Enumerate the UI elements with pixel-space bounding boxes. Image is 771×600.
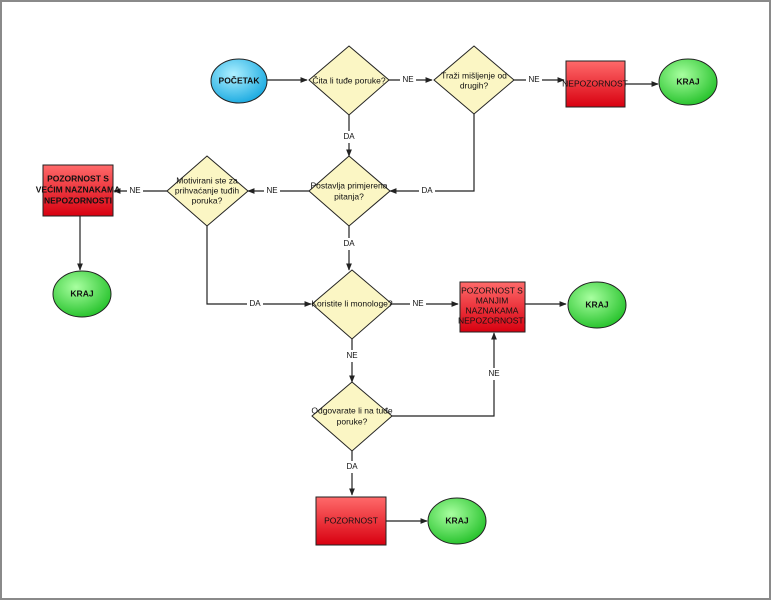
start-node: POČETAK — [210, 58, 268, 104]
decision-label: Traži mišljenje od — [441, 70, 507, 80]
end-label: KRAJ — [585, 299, 608, 309]
decision-label: poruke? — [337, 416, 368, 426]
decision-label: pitanja? — [334, 191, 364, 201]
edge-label: DA — [346, 462, 358, 471]
end-node-1: KRAJ — [658, 58, 718, 106]
edge-label: DA — [249, 299, 261, 308]
end-label: KRAJ — [445, 515, 468, 525]
edge-label: NE — [402, 75, 413, 84]
decision-label: Koristite li monologe? — [311, 298, 393, 308]
edge-label: NE — [412, 299, 423, 308]
end-node-2: KRAJ — [52, 270, 112, 318]
edge-label: DA — [421, 186, 433, 195]
decision-appropriate-questions: Postavlja primjerena pitanja? — [308, 155, 391, 227]
result-attention-less-signs: POZORNOST S MANJIM NAZNAKAMA NEPOZORNOST… — [458, 281, 526, 333]
decision-label: drugih? — [460, 80, 489, 90]
decision-label: Motivirani ste za — [176, 175, 238, 185]
decision-reply: Odgovarate li na tuđe poruke? — [311, 381, 393, 452]
result-attention-more-signs: POZORNOST S VEĆIM NAZNAKAMA NEPOZORNOSTI — [36, 164, 121, 217]
edge-motivated-monologue — [206, 226, 312, 307]
decision-monologue: Koristite li monologe? — [311, 269, 393, 340]
decision-asks-opinion: Traži mišljenje od drugih? — [433, 45, 515, 115]
decision-label: Postavlja primjerena — [310, 180, 387, 190]
decision-label: Čita li tuđe poruke? — [312, 75, 386, 85]
decision-motivated: Motivirani ste za prihvaćanje tuđih poru… — [166, 155, 249, 227]
result-label: NAZNAKAMA — [466, 305, 519, 315]
edge-label: DA — [343, 239, 355, 248]
edge-label: NE — [346, 351, 357, 360]
edge-reply-attless — [392, 332, 497, 417]
decision-reads-messages: Čita li tuđe poruke? — [308, 45, 390, 116]
end-node-4: KRAJ — [427, 497, 487, 545]
end-label: KRAJ — [676, 76, 699, 86]
result-label: MANJIM — [476, 295, 509, 305]
end-label: KRAJ — [70, 288, 93, 298]
result-label: POZORNOST S — [47, 173, 109, 183]
result-label: NEPOZORNOSTI — [44, 195, 112, 205]
result-attention: POZORNOST — [315, 496, 387, 546]
result-label: POZORNOST — [324, 515, 378, 525]
start-label: POČETAK — [219, 74, 261, 85]
edge-opinion-questions — [389, 114, 475, 194]
end-node-3: KRAJ — [567, 281, 627, 329]
edge-label: NE — [528, 75, 539, 84]
result-label: POZORNOST S — [461, 285, 523, 295]
result-label: NEPOZORNOSTI — [458, 315, 526, 325]
result-inattention: NEPOZORNOST — [562, 60, 628, 108]
decision-label: Odgovarate li na tuđe — [311, 405, 393, 415]
edge-label: NE — [266, 186, 277, 195]
result-label: NEPOZORNOST — [562, 78, 628, 88]
edge-labels: NE NE DA DA NE DA NE DA NE NE NE DA — [127, 74, 542, 473]
decision-label: poruka? — [192, 195, 223, 205]
result-label: VEĆIM NAZNAKAMA — [36, 183, 121, 194]
edge-label: DA — [343, 132, 355, 141]
decision-label: prihvaćanje tuđih — [175, 185, 240, 195]
edge-label: NE — [488, 369, 499, 378]
edge-label: NE — [129, 186, 140, 195]
